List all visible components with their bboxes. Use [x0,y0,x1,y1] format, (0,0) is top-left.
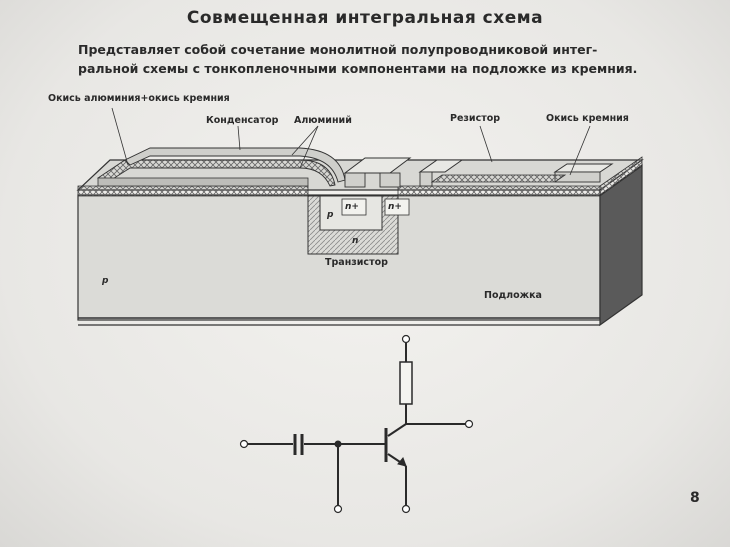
label-p-region: p [102,276,109,286]
label-transistor: Транзистор [325,257,388,268]
contact-mid [343,157,412,174]
page-title: Совмещенная интегральная схема [186,8,544,28]
n-plus-emitter [341,198,367,216]
circuit-schematic [239,334,474,514]
label-p-inner: p [327,210,334,220]
leader-aluminum-1 [291,125,319,156]
label-substrate: Подложка [484,290,542,301]
leader-aluminum-2 [299,125,319,169]
terminal-input [239,439,249,449]
transistor-structure [307,195,410,255]
contact-mid-post-2 [379,172,401,188]
label-si-oxide: Окись кремния [546,113,629,124]
oxide-right [397,185,601,197]
label-capacitor: Конденсатор [206,115,279,126]
collector-lead [387,423,407,437]
leader-resistor [479,125,493,163]
resistor-strip [430,174,567,183]
subtitle-line-2: ральной схемы с тонкопленочными компонен… [78,61,638,76]
capacitor-dielectric [97,159,336,187]
oxide-left [77,185,309,197]
capacitor-structure [97,147,346,187]
contact-right [418,159,464,173]
emitter-arrow [397,457,407,467]
oxide-side [599,156,643,197]
leader-capacitor [237,125,241,151]
contact-right-post [419,171,433,187]
label-aluminum: Алюминий [294,115,352,126]
contact-mid-post-1 [344,172,366,188]
label-n-inner: n [352,236,359,246]
resistor-symbol [399,361,413,405]
label-oxide-al-si: Окись алюминия+окись кремния [48,93,230,104]
resistor-film [430,174,567,183]
n-plus-collector [384,198,410,216]
label-n-plus-1: n+ [345,202,359,212]
capacitor-bottom-plate [97,177,309,187]
subtitle: Представляет собой сочетание монолитной … [78,40,678,78]
capacitor-top-plate [124,147,346,183]
label-n-plus-2: n+ [388,202,402,212]
oxide-layer [77,156,643,197]
terminal-output [464,419,474,429]
terminal-bias [333,504,343,514]
page-number: 8 [690,490,700,506]
leader-lines [111,107,591,176]
leader-si-oxide [569,125,591,176]
label-resistor: Резистор [450,113,501,124]
leader-oxide [111,107,129,166]
subtitle-line-1: Представляет собой сочетание монолитной … [78,42,598,57]
terminal-top [401,334,411,344]
aluminum-contacts [343,157,614,188]
terminal-emitter [401,504,411,514]
